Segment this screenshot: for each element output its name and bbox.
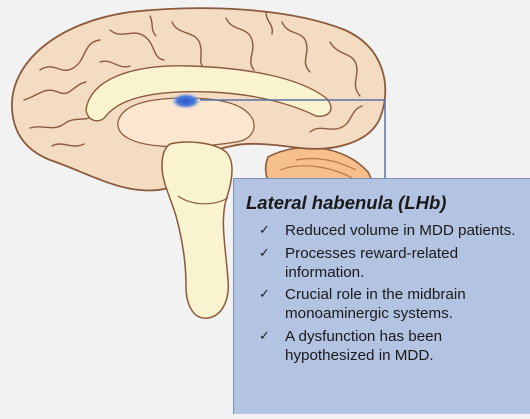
list-item-text: Processes reward-related information. bbox=[285, 245, 458, 281]
lateral-habenula-highlight bbox=[171, 93, 201, 109]
info-box-title: Lateral habenula (LHb) bbox=[246, 192, 446, 214]
list-item: ✓ A dysfunction has been hypothesized in… bbox=[234, 327, 530, 365]
list-item: ✓ Reduced volume in MDD patients. bbox=[234, 221, 530, 240]
list-item-text: Reduced volume in MDD patients. bbox=[285, 222, 515, 239]
info-box-list: ✓ Reduced volume in MDD patients. ✓ Proc… bbox=[234, 221, 530, 368]
list-item-text: A dysfunction has been hypothesized in M… bbox=[285, 328, 442, 364]
list-item-text: Crucial role in the midbrain monoaminerg… bbox=[285, 286, 466, 322]
list-item: ✓ Processes reward-related information. bbox=[234, 244, 530, 282]
checkmark-icon: ✓ bbox=[259, 244, 270, 263]
list-item: ✓ Crucial role in the midbrain monoamine… bbox=[234, 285, 530, 323]
checkmark-icon: ✓ bbox=[259, 327, 270, 346]
checkmark-icon: ✓ bbox=[259, 285, 270, 304]
brainstem bbox=[162, 142, 232, 318]
info-box: Lateral habenula (LHb) ✓ Reduced volume … bbox=[233, 178, 530, 414]
checkmark-icon: ✓ bbox=[259, 221, 270, 240]
